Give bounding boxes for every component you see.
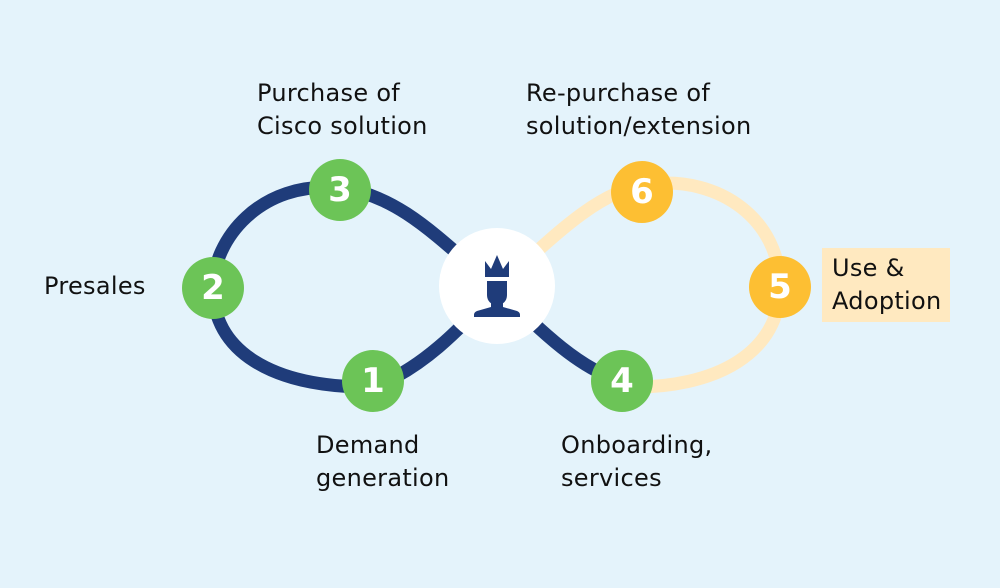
step-2-label-line-1: Presales bbox=[44, 272, 146, 300]
step-3-label-line-1: Purchase of bbox=[257, 79, 401, 107]
step-5-node: 5 bbox=[749, 256, 811, 318]
step-6-node: 6 bbox=[611, 161, 673, 223]
step-6-label-line-2: solution/extension bbox=[526, 112, 752, 140]
step-4-node: 4 bbox=[591, 350, 653, 412]
step-2-label: Presales bbox=[44, 270, 146, 303]
step-4-label-line-2: services bbox=[561, 464, 662, 492]
step-1-label-line-1: Demand bbox=[316, 431, 420, 459]
step-6-label-line-1: Re-purchase of bbox=[526, 79, 711, 107]
step-3-label-line-2: Cisco solution bbox=[257, 112, 428, 140]
step-1-label: Demand generation bbox=[316, 429, 450, 495]
step-2-node: 2 bbox=[182, 257, 244, 319]
step-4-label-line-1: Onboarding, bbox=[561, 431, 713, 459]
step-3-node: 3 bbox=[309, 159, 371, 221]
customer-center bbox=[439, 228, 555, 344]
right-loop-path bbox=[490, 176, 787, 394]
step-5-label: Use & Adoption bbox=[822, 248, 950, 322]
step-3-label: Purchase of Cisco solution bbox=[257, 77, 428, 143]
step-5-label-line-1: Use & bbox=[832, 254, 905, 282]
step-1-label-line-2: generation bbox=[316, 464, 450, 492]
step-6-label: Re-purchase of solution/extension bbox=[526, 77, 752, 143]
step-1-node: 1 bbox=[342, 350, 404, 412]
step-5-label-line-2: Adoption bbox=[832, 287, 942, 315]
step-4-label: Onboarding, services bbox=[561, 429, 712, 495]
customer-king-icon bbox=[474, 255, 520, 317]
